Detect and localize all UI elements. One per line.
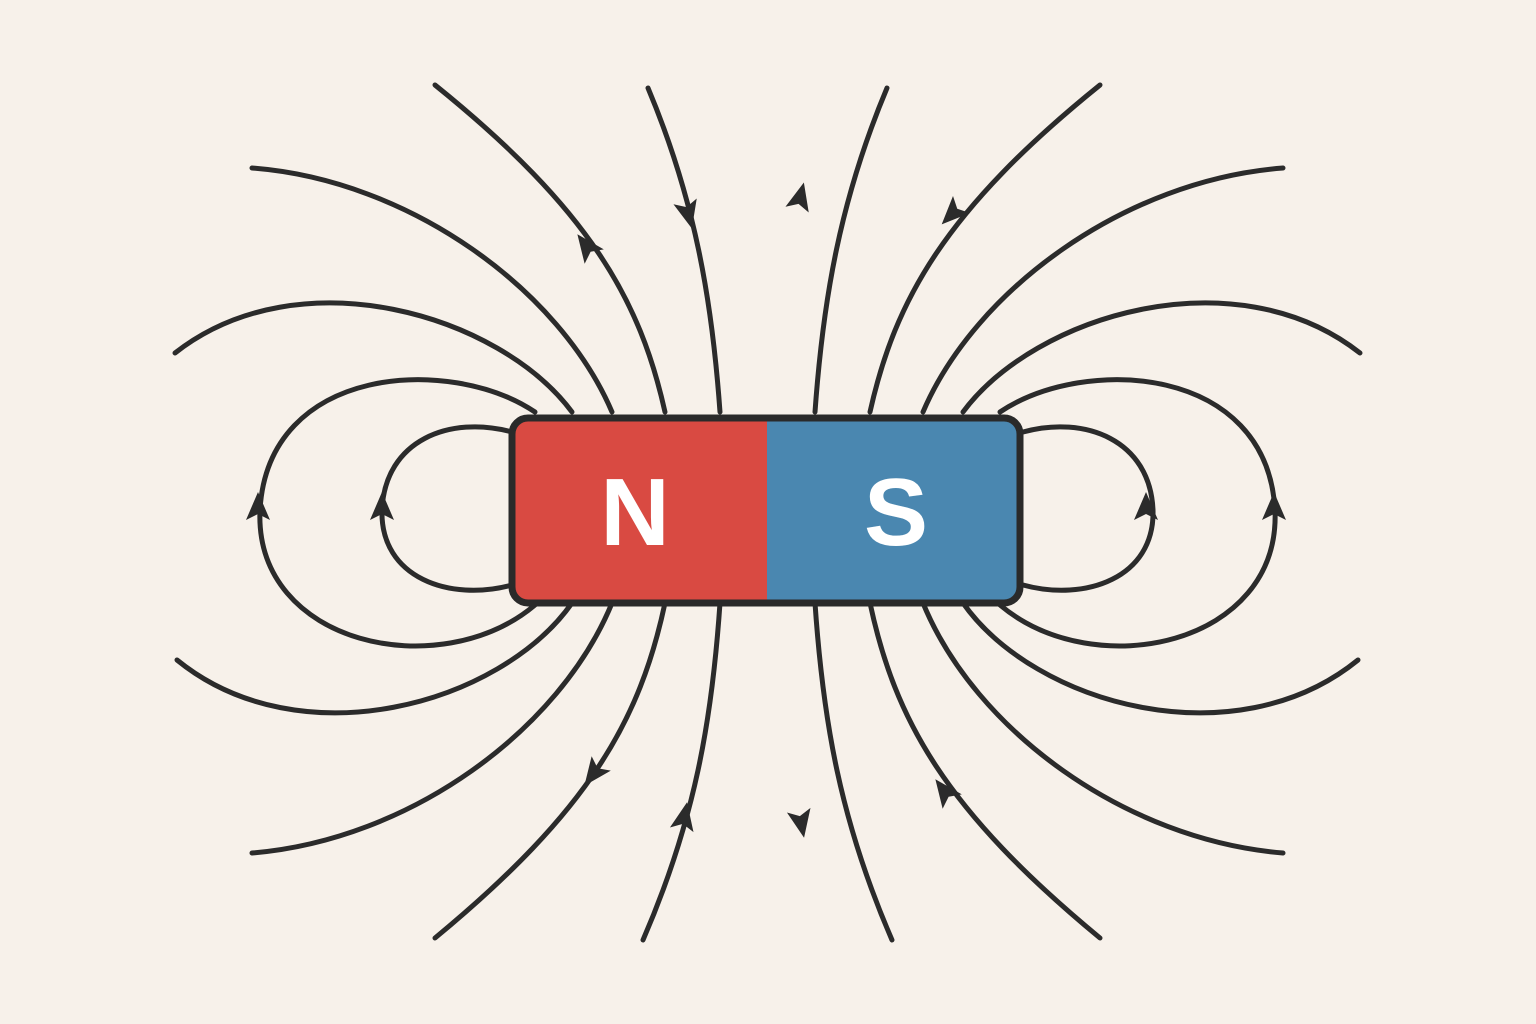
south-label: S (864, 459, 928, 566)
arrow-icon (246, 492, 270, 520)
field-line (249, 600, 615, 856)
field-line (249, 165, 615, 415)
arrow-icon (370, 492, 394, 520)
north-label: N (600, 459, 669, 566)
field-line (432, 82, 668, 415)
arrow-icon (584, 756, 611, 786)
arrow-icon (941, 196, 970, 225)
arrow-icon (669, 802, 694, 833)
field-line (645, 85, 723, 415)
north-pole (512, 418, 767, 603)
field-line (432, 600, 668, 941)
field-line (640, 600, 723, 943)
bar-magnet: N S (508, 414, 1024, 607)
arrow-icon (1262, 492, 1286, 520)
arrow-icon (1134, 492, 1158, 520)
field-line (172, 300, 575, 415)
arrow-icon (577, 234, 604, 264)
field-line (174, 600, 575, 716)
arrow-icon (673, 198, 697, 229)
south-pole (767, 418, 1020, 603)
arrow-icon (935, 779, 962, 809)
field-arrows (246, 182, 1286, 838)
arrow-icon (786, 807, 811, 838)
arrow-icon (785, 182, 809, 213)
